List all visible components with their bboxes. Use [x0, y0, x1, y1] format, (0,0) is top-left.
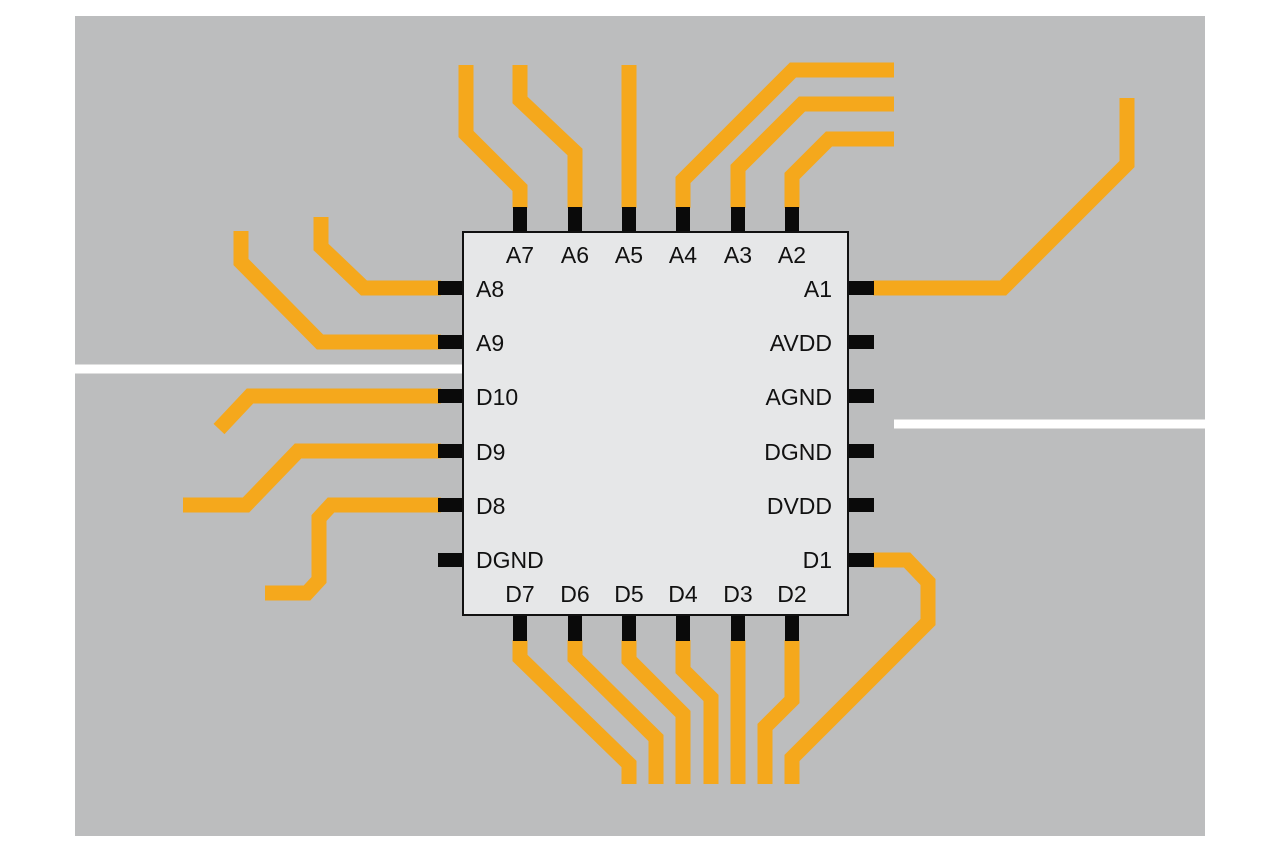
pad-left-dgnd — [438, 553, 464, 567]
trace-d5 — [621, 640, 691, 784]
trace-d6 — [567, 640, 664, 784]
pad-bottom-d3 — [731, 614, 745, 641]
trace-d2 — [757, 640, 800, 784]
pin-label-dvdd: DVDD — [767, 493, 832, 519]
pin-label-a1: A1 — [804, 276, 832, 302]
pin-label-a8: A8 — [476, 276, 504, 302]
pad-bottom-d2 — [785, 614, 799, 641]
trace-a8 — [313, 217, 441, 296]
pad-right-dgnd — [847, 444, 874, 458]
pin-label-d4: D4 — [668, 581, 698, 607]
copper-traces — [183, 62, 1135, 784]
pin-label-a7: A7 — [506, 242, 534, 268]
trace-a7 — [458, 65, 528, 208]
pin-label-d9: D9 — [476, 439, 505, 465]
bottom-pin-labels: D7 D6 D5 D4 D3 D2 — [505, 581, 806, 607]
pad-left-a8 — [438, 281, 464, 295]
pin-label-a2: A2 — [778, 242, 806, 268]
trace-d1 — [784, 552, 936, 784]
pin-label-a4: A4 — [669, 242, 697, 268]
pad-top-a3 — [731, 207, 745, 233]
trace-d4 — [675, 640, 719, 784]
pad-top-a7 — [513, 207, 527, 233]
pin-label-d5: D5 — [614, 581, 643, 607]
pad-bottom-d5 — [622, 614, 636, 641]
pad-top-a2 — [785, 207, 799, 233]
right-pin-labels: A1 AVDD AGND DGND DVDD D1 — [764, 276, 832, 573]
pad-top-a4 — [676, 207, 690, 233]
pin-label-d2: D2 — [777, 581, 806, 607]
trace-d10 — [213, 388, 441, 435]
pad-top-a5 — [622, 207, 636, 233]
chip-body — [462, 231, 849, 616]
pin-label-d10: D10 — [476, 384, 518, 410]
pin-label-d3: D3 — [723, 581, 752, 607]
pin-label-a9: A9 — [476, 330, 504, 356]
pin-label-dgnd-right: DGND — [764, 439, 832, 465]
pad-right-d1 — [847, 553, 874, 567]
trace-a4 — [675, 62, 894, 208]
pad-top-a6 — [568, 207, 582, 233]
pin-label-d6: D6 — [560, 581, 589, 607]
pad-right-a1 — [847, 281, 874, 295]
trace-a6 — [512, 65, 583, 208]
pin-label-a6: A6 — [561, 242, 589, 268]
trace-a9 — [233, 231, 441, 350]
pin-label-a5: A5 — [615, 242, 643, 268]
pin-label-a3: A3 — [724, 242, 752, 268]
pad-bottom-d6 — [568, 614, 582, 641]
pin-label-agnd: AGND — [766, 384, 832, 410]
pad-right-dvdd — [847, 498, 874, 512]
left-pin-labels: A8 A9 D10 D9 D8 DGND — [476, 276, 544, 573]
pad-left-d10 — [438, 389, 464, 403]
trace-d7 — [512, 640, 637, 784]
pad-left-a9 — [438, 335, 464, 349]
pad-left-d9 — [438, 444, 464, 458]
pin-label-d7: D7 — [505, 581, 534, 607]
pad-left-d8 — [438, 498, 464, 512]
pin-label-dgnd-left: DGND — [476, 547, 544, 573]
trace-a2 — [784, 131, 894, 208]
chip-pads — [438, 207, 874, 641]
pin-label-d1: D1 — [803, 547, 832, 573]
pin-label-d8: D8 — [476, 493, 505, 519]
pin-label-avdd: AVDD — [770, 330, 832, 356]
trace-a3 — [730, 96, 894, 208]
pad-right-avdd — [847, 335, 874, 349]
pad-bottom-d7 — [513, 614, 527, 641]
trace-d9 — [183, 443, 441, 513]
pad-right-agnd — [847, 389, 874, 403]
pad-bottom-d4 — [676, 614, 690, 641]
trace-d8 — [265, 497, 441, 601]
trace-a1 — [873, 98, 1135, 296]
top-pin-labels: A7 A6 A5 A4 A3 A2 — [506, 242, 806, 268]
